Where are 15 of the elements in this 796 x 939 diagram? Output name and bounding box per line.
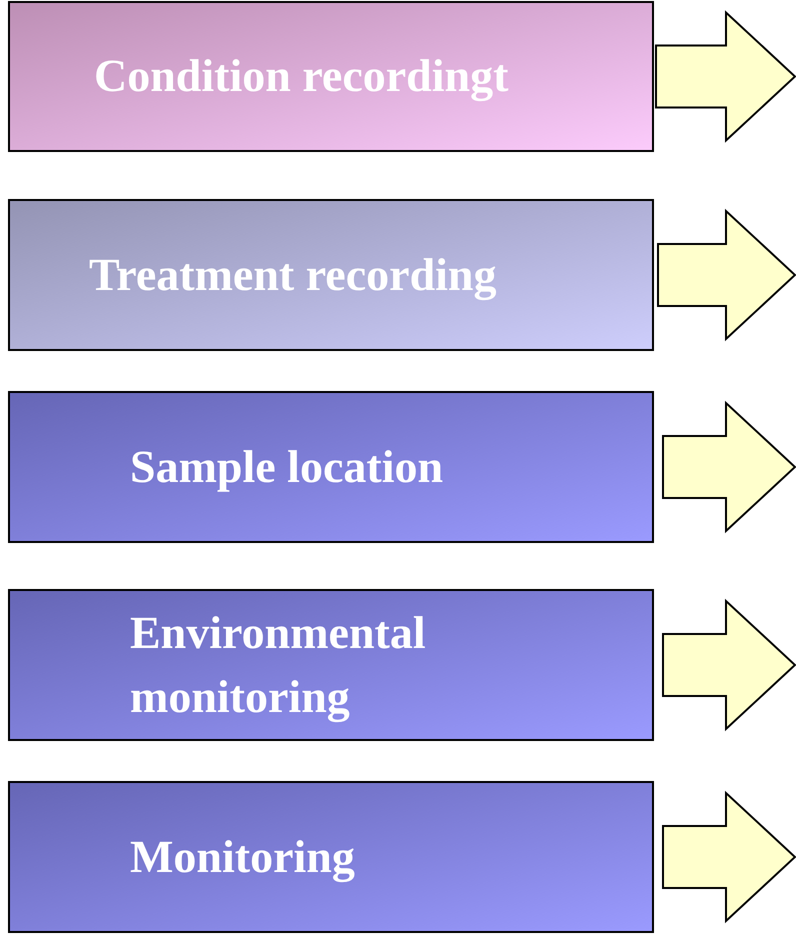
box-label: Sample location (130, 440, 444, 494)
process-box (8, 391, 654, 543)
block-arrow (662, 598, 796, 732)
process-box (8, 781, 654, 933)
block-arrow (655, 10, 796, 143)
process-box (8, 199, 654, 351)
box-label: Condition recordingt (94, 49, 508, 104)
process-box (8, 589, 654, 741)
box-label: Environmental monitoring (130, 606, 427, 724)
process-box (8, 1, 654, 152)
box-label: Treatment recording (89, 248, 497, 302)
block-arrow (657, 208, 796, 342)
block-arrow (662, 400, 796, 534)
block-arrow (662, 790, 796, 924)
box-label: Monitoring (130, 830, 355, 884)
